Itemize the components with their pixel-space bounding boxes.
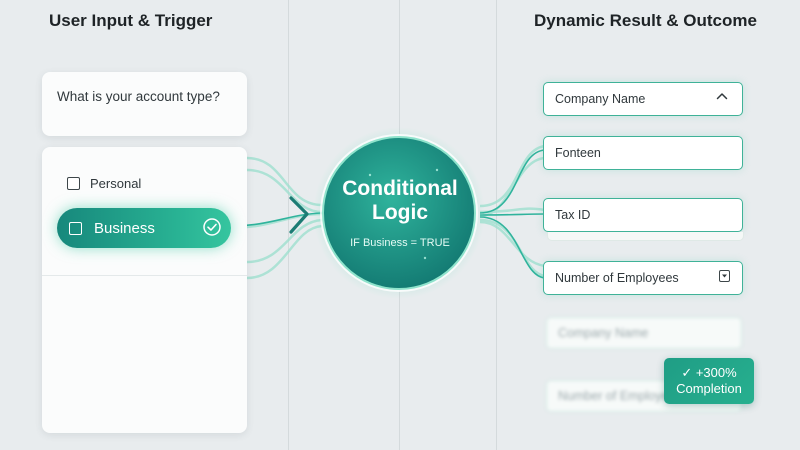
business-label: Business — [94, 219, 155, 237]
logic-title-line2: Logic — [372, 201, 428, 224]
company-name-faded-label: Company Name — [558, 326, 649, 340]
personal-checkbox[interactable] — [67, 177, 80, 190]
logic-title: Conditional Logic — [315, 177, 485, 225]
logic-condition: IF Business = TRUE — [350, 237, 450, 249]
fourteen-field[interactable]: Fonteen — [543, 136, 743, 170]
tax-id-field[interactable]: Tax ID — [543, 198, 743, 232]
options-separator — [42, 275, 247, 276]
personal-label: Personal — [90, 176, 142, 191]
option-business[interactable]: Business — [57, 208, 231, 248]
fourteen-label: Fonteen — [555, 146, 601, 160]
chevron-up-icon — [716, 93, 728, 100]
completion-badge: ✓ +300% Completion — [664, 358, 754, 404]
options-card — [42, 147, 247, 433]
employees-label: Number of Employees — [555, 271, 679, 285]
company-name-select[interactable]: Company Name — [543, 82, 743, 116]
dropdown-icon — [719, 270, 730, 282]
company-name-faded-field: Company Name — [546, 317, 742, 349]
arrow-chevron-icon — [289, 196, 309, 234]
employees-select[interactable]: Number of Employees — [543, 261, 743, 295]
left-heading: User Input & Trigger — [49, 11, 213, 30]
column-divider — [288, 0, 289, 450]
badge-line2: Completion — [676, 381, 742, 396]
badge-line1: ✓ +300% — [681, 365, 737, 380]
business-checkbox[interactable] — [69, 221, 82, 235]
logic-title-line1: Conditional — [342, 177, 458, 200]
tax-id-label: Tax ID — [555, 208, 591, 222]
tax-id-underlay — [547, 232, 744, 241]
check-circle-icon — [203, 218, 221, 236]
question-card — [42, 72, 247, 136]
question-text: What is your account type? — [57, 89, 220, 104]
company-name-label: Company Name — [555, 92, 646, 106]
option-personal[interactable]: Personal — [67, 176, 141, 191]
employees-faded-label: Number of Employe — [558, 389, 669, 403]
right-heading: Dynamic Result & Outcome — [534, 11, 757, 30]
